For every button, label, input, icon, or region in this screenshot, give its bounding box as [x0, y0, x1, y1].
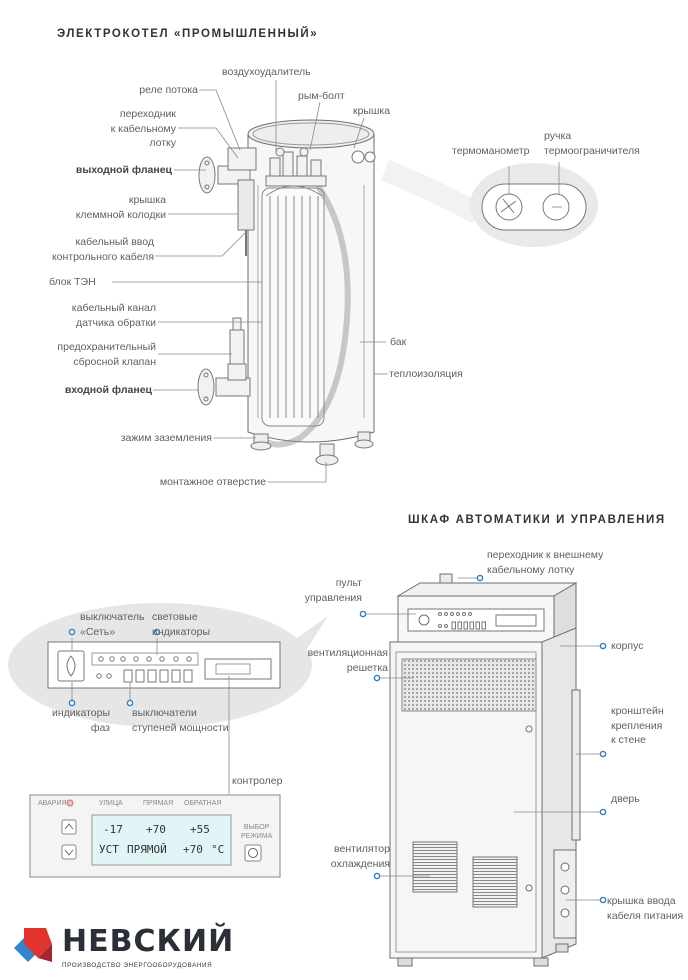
fan-right — [472, 856, 518, 908]
label-air-vent: воздухоудалитель — [222, 66, 311, 78]
label-insulation: теплоизоляция — [389, 368, 463, 380]
label-cooling-fan: вентилятор охлаждения — [330, 843, 390, 870]
label-outlet-flange: выходной фланец — [75, 164, 172, 176]
logo-tagline: ПРОИЗВОДСТВО ЭНЕРГООБОРУДОВАНИЯ — [62, 962, 213, 969]
controller-alarm: АВАРИЯ — [38, 800, 67, 807]
lcd-direct-mode: ПРЯМОЙ — [127, 843, 167, 856]
label-thermomanometer: термоманометр — [452, 145, 530, 157]
fan-left — [412, 841, 458, 893]
cabinet-drawing — [389, 573, 581, 967]
lcd-return: +55 — [190, 823, 210, 836]
label-relief-valve: предохранительный сбросной клапан — [57, 341, 156, 368]
label-wall-bracket: кронштейн крепления к стене — [611, 705, 664, 746]
label-inlet-flange: входной фланец — [64, 384, 152, 396]
label-tray-adapter: переходник к кабельному лотку — [110, 108, 176, 149]
label-power-cable-cover: крышка ввода кабеля питания — [607, 895, 684, 922]
lcd-setpoint: +70 — [183, 843, 203, 856]
label-housing: корпус — [611, 640, 644, 652]
label-stage-switches: выключатели ступеней мощности — [132, 707, 229, 734]
boiler-legs — [250, 431, 374, 466]
label-lid: крышка — [353, 105, 391, 117]
lcd-street: -17 — [103, 823, 123, 836]
inlet-flange — [197, 368, 251, 406]
boiler-title: ЭЛЕКТРОКОТЕЛ «ПРОМЫШЛЕННЫЙ» — [57, 28, 319, 40]
label-tank: бак — [390, 336, 407, 348]
label-return-channel: кабельный канал датчика обратки — [71, 302, 156, 329]
controller-col-return: ОБРАТНАЯ — [184, 800, 222, 807]
controller-panel — [29, 794, 281, 878]
label-controller: контролер — [232, 775, 283, 787]
label-terminal-cover: крышка клеммной колодки — [75, 194, 166, 221]
logo-name: НЕВСКИЙ — [62, 924, 235, 959]
label-limiter-knob: ручка термоограничителя — [544, 130, 640, 157]
lcd-set: УСТ — [99, 843, 119, 856]
label-ext-tray-adapter: переходник к внешнему кабельному лотку — [487, 549, 604, 576]
boiler-lid — [247, 119, 375, 149]
label-ground-clamp: зажим заземления — [120, 432, 212, 444]
lcd-direct: +70 — [146, 823, 166, 836]
relief-valve — [227, 317, 247, 381]
label-vent-grille: вентиляционная решетка — [307, 647, 388, 674]
label-cable-entry: кабельный ввод контрольного кабеля — [51, 236, 154, 263]
label-door: дверь — [611, 793, 640, 805]
cabinet-markers — [359, 574, 607, 904]
label-phase-indicators: индикаторы фаз — [51, 707, 110, 734]
boiler-leader-lines — [112, 80, 388, 483]
controller-col-street: УЛИЦА — [99, 800, 123, 807]
heater-block — [261, 185, 325, 427]
panel-callout — [8, 603, 328, 794]
lcd-unit: °C — [211, 843, 225, 856]
boiler-drawing — [197, 119, 376, 466]
label-main-switch: выключатель «Сеть» — [80, 611, 145, 638]
cabinet-title: ШКАФ АВТОМАТИКИ И УПРАВЛЕНИЯ — [408, 514, 666, 526]
label-control-panel: пульт управления — [304, 577, 362, 604]
cabinet-leader-lines — [366, 577, 600, 901]
terminal-cover — [237, 179, 255, 231]
top-fittings — [265, 147, 327, 187]
logo-mark — [14, 928, 52, 962]
label-heater-block: блок ТЭН — [49, 276, 96, 288]
vent-grille — [401, 658, 537, 712]
label-eye-bolt: рым-болт — [298, 90, 345, 102]
return-channel — [255, 184, 351, 448]
gauge-callout — [380, 159, 598, 247]
controller-col-direct: ПРЯМАЯ — [143, 800, 174, 807]
controller-mode: ВЫБОР РЕЖИМА — [241, 824, 273, 840]
label-indicator-lights: световые индикаторы — [152, 611, 211, 638]
label-mount-hole: монтажное отверстие — [159, 476, 266, 488]
label-flow-relay: реле потока — [139, 84, 198, 96]
